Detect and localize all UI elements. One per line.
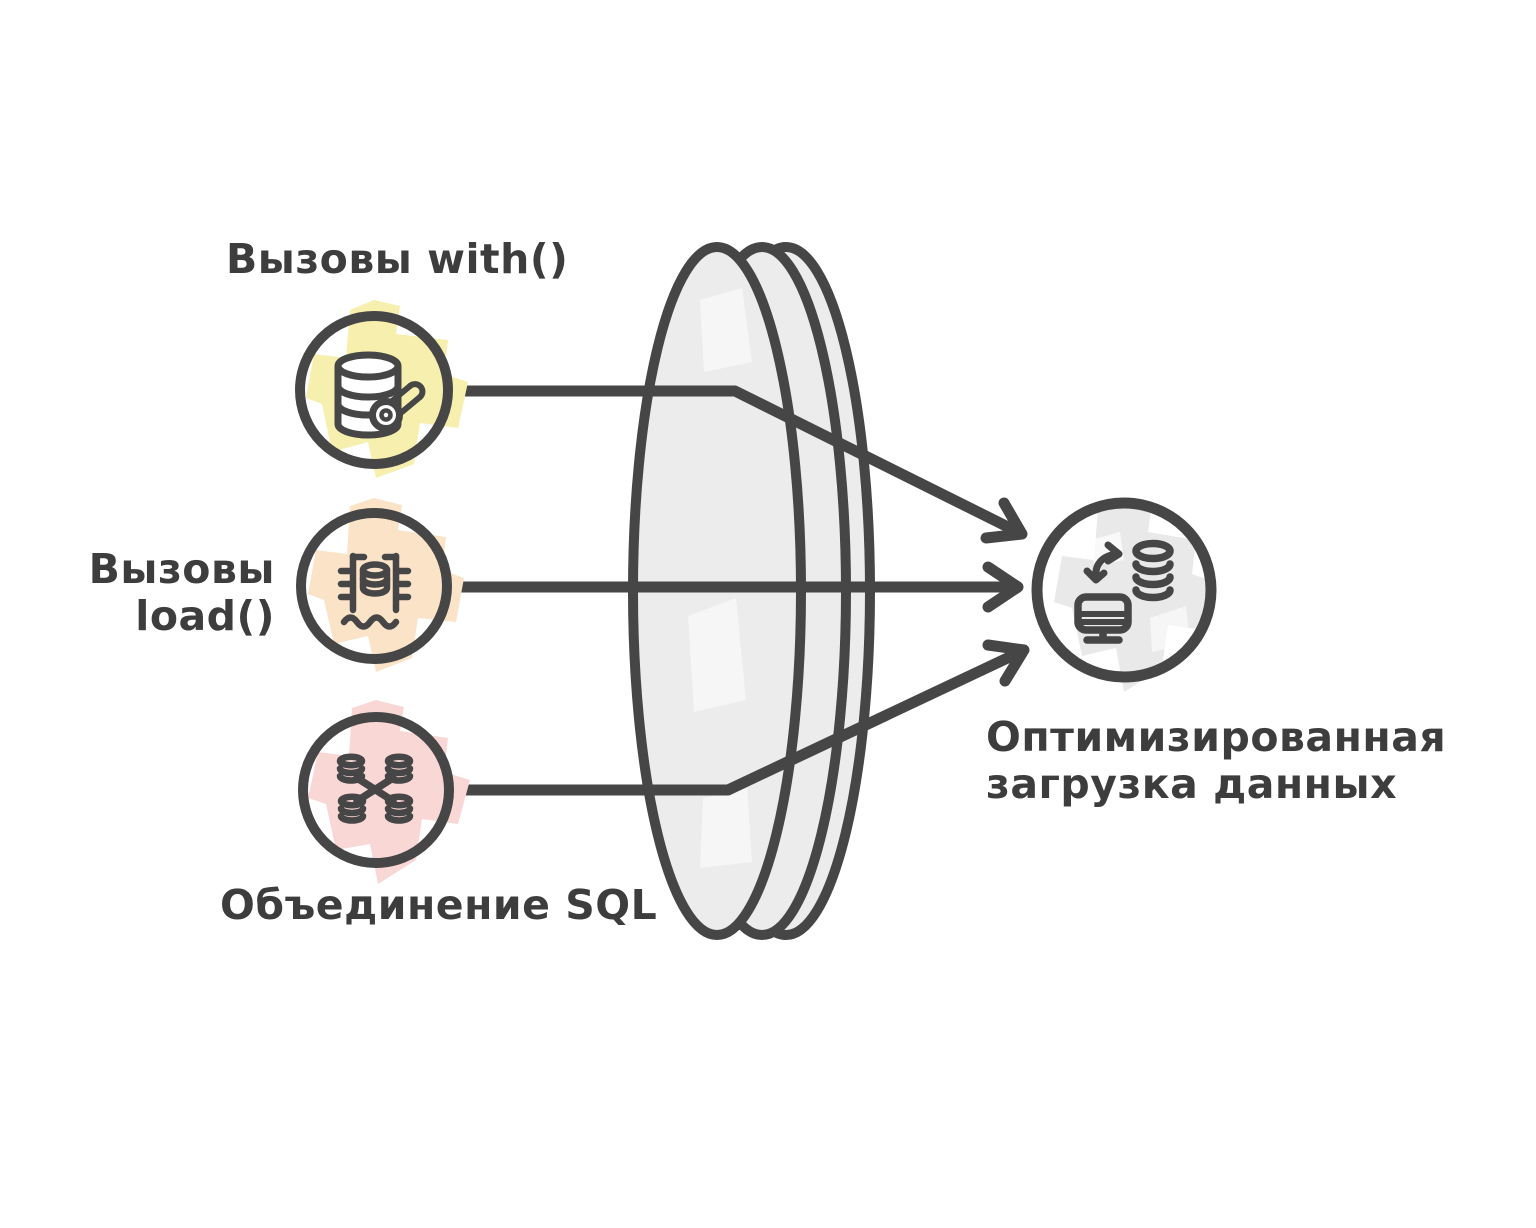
lens-highlight-patch [688,598,746,712]
data-lake-load-icon [337,552,412,630]
label-sql-join-text: Объединение SQL [220,881,658,929]
ray-middle [442,561,1024,613]
ray-top [444,385,1028,544]
sync-monitor-database-icon [1074,539,1174,644]
result-circle-outline [1031,497,1217,683]
label-with-calls-text: Вызовы with() [226,235,569,283]
label-sql-join: Объединение SQL [220,882,657,929]
ray-bottom [442,639,1030,796]
label-optimized-loading-line2: загрузка данных [986,760,1398,808]
ray-top-line [444,385,1020,536]
ray-bottom-arrowhead [982,639,1030,687]
result-node [1031,497,1217,692]
ray-bottom-line [442,648,1022,796]
label-with-calls: Вызовы with() [226,236,568,283]
label-optimized-loading-line1: Оптимизированная [986,713,1447,761]
label-load-calls: Вызовы load() [60,546,275,640]
source-node-load [296,498,464,672]
source-node-with [295,300,468,478]
source-with-circle-outline [295,311,453,469]
source-load-circle-outline [296,508,452,664]
source-sql-circle-outline [298,712,454,868]
label-optimized-loading: Оптимизированная загрузка данных [986,714,1446,808]
label-load-calls-line1: Вызовы [88,545,275,593]
ray-middle-arrowhead [982,561,1024,613]
database-key-icon [334,351,426,439]
label-load-calls-line2: load() [135,592,275,640]
lens-highlight-patch [700,288,752,372]
sql-join-icon [336,753,414,824]
result-highlight-patch [1150,606,1190,652]
source-node-sql-join [298,700,470,884]
lens-highlight-patch [700,788,752,868]
ray-top-arrowhead [980,497,1028,544]
